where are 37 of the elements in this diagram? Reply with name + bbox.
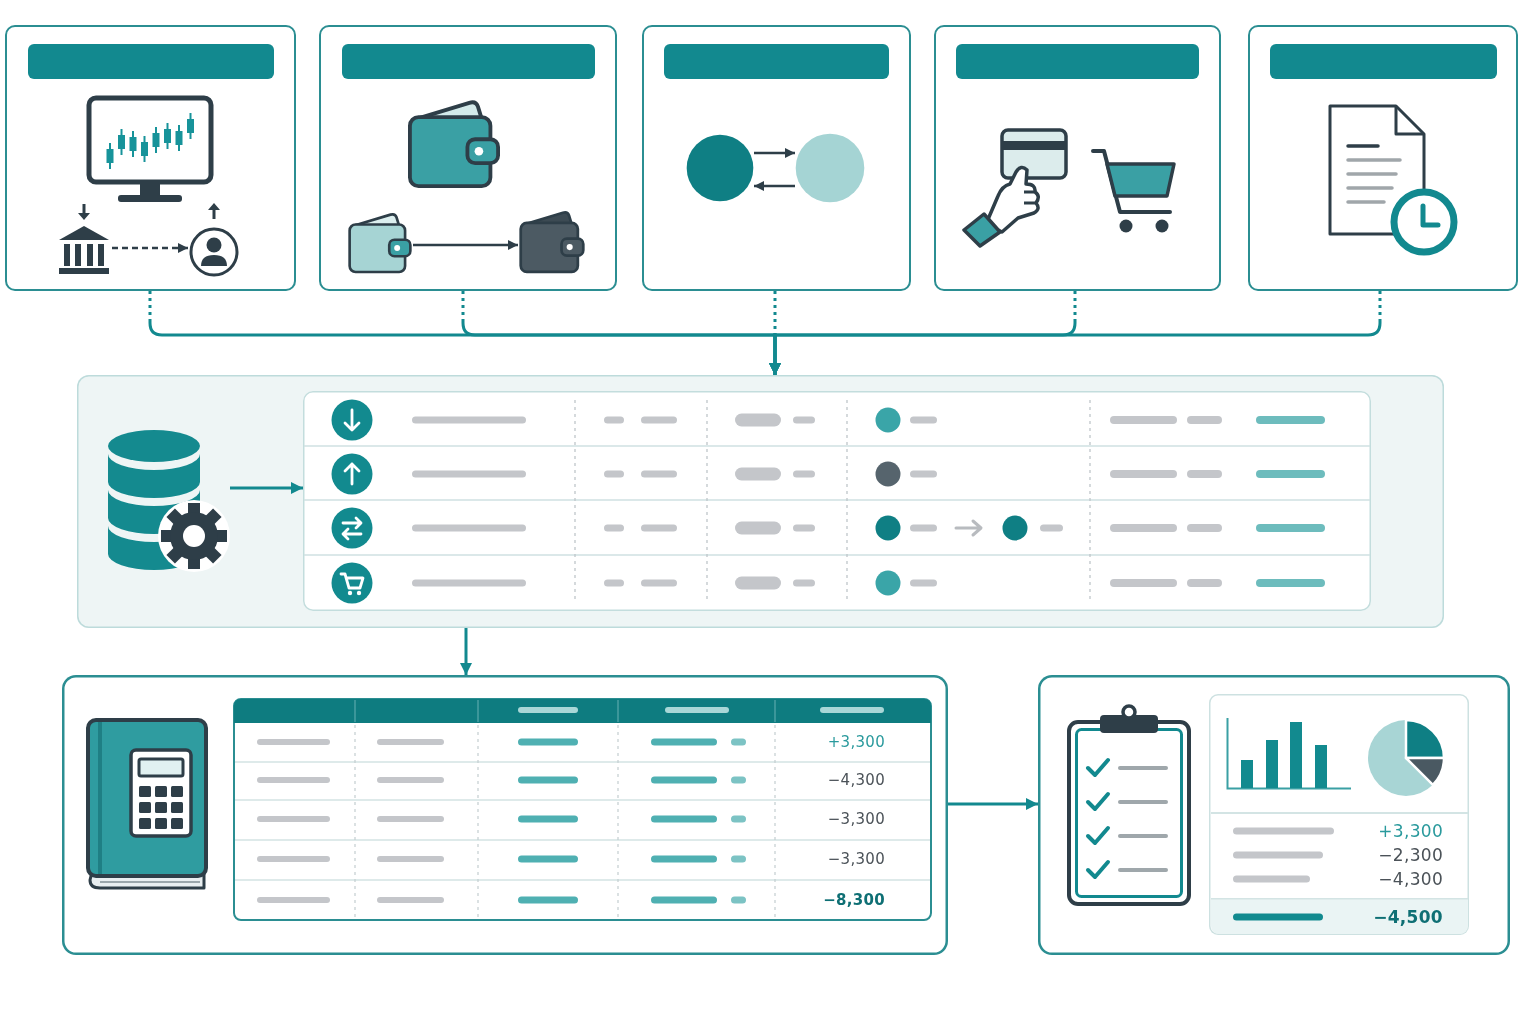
database-gear-icon [106,428,230,574]
circle-shape [686,134,754,202]
circle-shape [795,133,865,203]
title-bar [342,44,595,79]
panel [934,25,1221,291]
amount-value: −8,300 [823,890,885,911]
amount-value: −2,300 [1378,844,1443,866]
amount-value: −4,500 [1373,906,1443,928]
amount-value: −3,300 [827,809,885,830]
arrow [769,291,1382,375]
panel [642,25,911,291]
amount-value: −4,300 [1378,868,1443,890]
arrow [460,628,472,675]
arrow [230,482,303,494]
amount-value: +3,300 [827,732,885,753]
arrow [754,181,795,191]
arrow [413,240,518,250]
ledger-panel [62,675,948,955]
amount-value: +3,300 [1378,820,1443,842]
panel [1248,25,1518,291]
data-table [303,391,1371,611]
report-panel [1038,675,1510,955]
process-panel [77,375,1444,628]
title-bar [1270,44,1497,79]
amount-value: −3,300 [827,849,885,870]
title-bar [956,44,1199,79]
wallet-icon [518,209,586,275]
title-bar [664,44,889,79]
person-icon [188,202,240,278]
arrow [112,243,188,253]
arrow [754,148,795,158]
title-bar [28,44,274,79]
wallet-icon [347,211,413,275]
amount-value: −4,300 [827,770,885,791]
panel [5,25,296,291]
arrow [948,798,1038,810]
panel [319,25,617,291]
